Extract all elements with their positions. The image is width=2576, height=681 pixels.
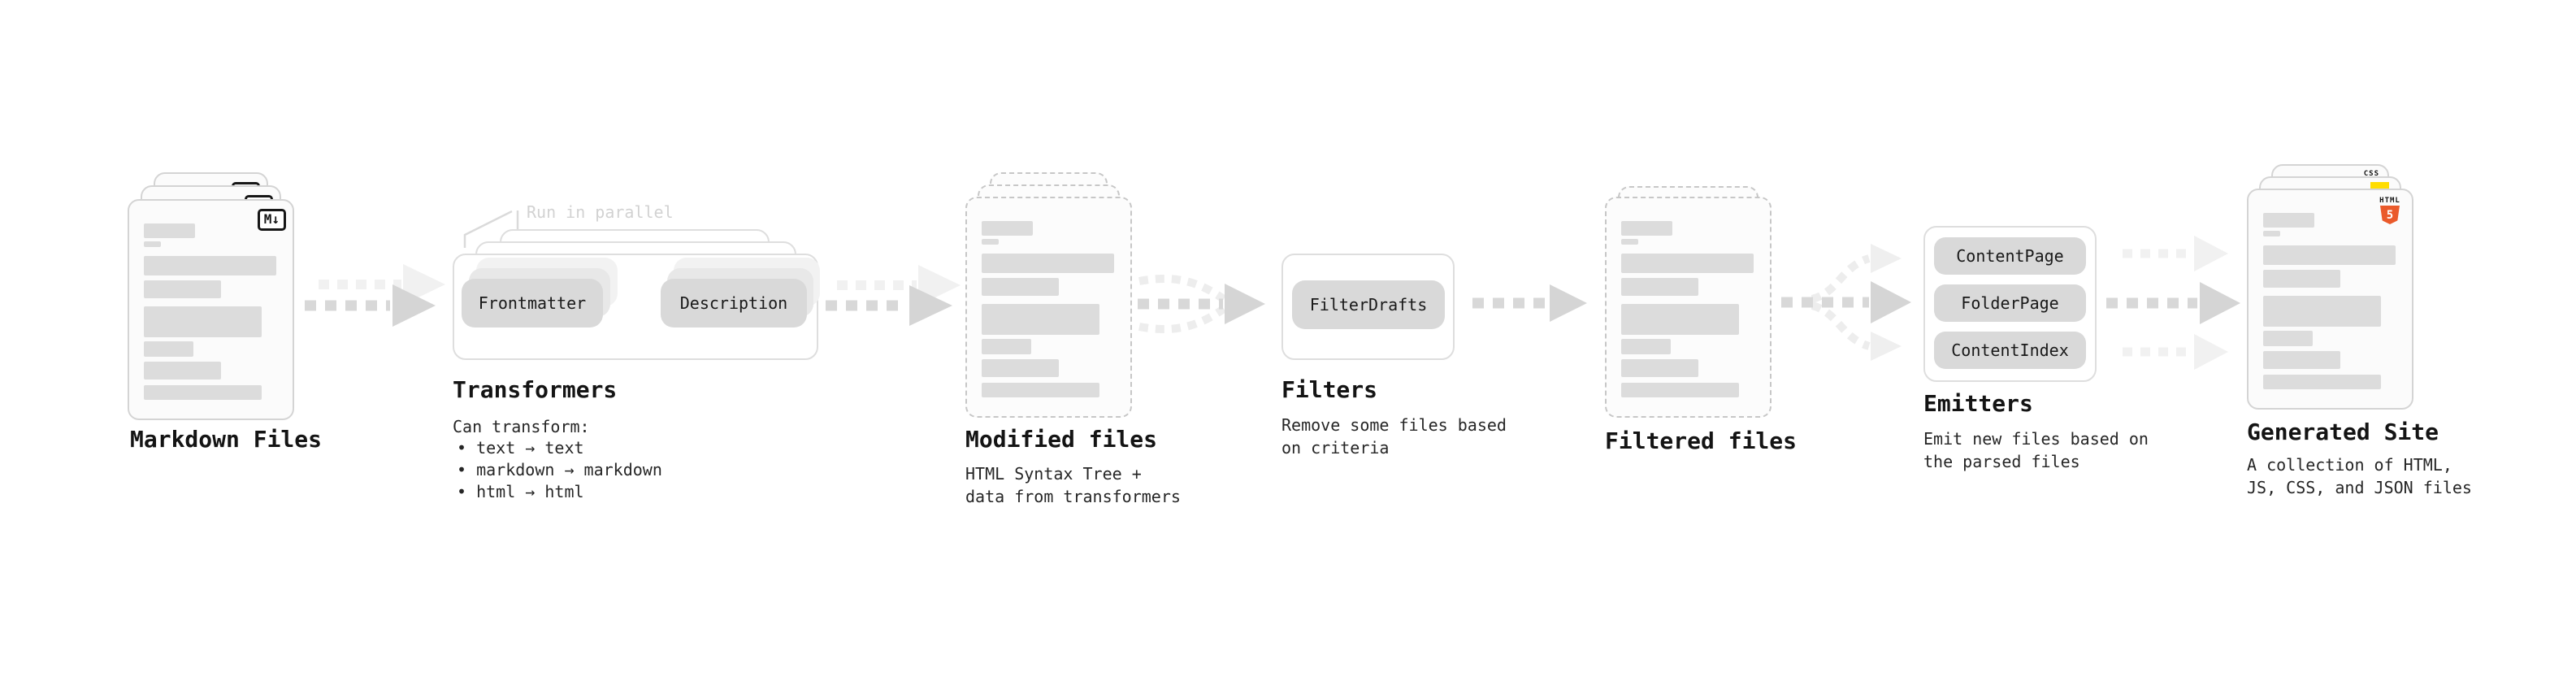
transformers-bullets: • text → text • markdown → markdown • ht… xyxy=(457,437,662,503)
desc-line: JS, CSS, and JSON files xyxy=(2247,478,2472,497)
filtered-file-card-front xyxy=(1605,197,1772,418)
generated-site-desc: A collection of HTML, JS, CSS, and JSON … xyxy=(2247,453,2472,499)
desc-line: Emit new files based on xyxy=(1923,429,2149,449)
generated-site-title: Generated Site xyxy=(2247,419,2439,445)
document-skeleton-lines xyxy=(2263,213,2396,389)
emitters-desc: Emit new files based on the parsed files xyxy=(1923,427,2149,473)
desc-line: Remove some files based xyxy=(1281,415,1507,435)
document-skeleton-lines xyxy=(144,223,276,400)
filters-title: Filters xyxy=(1281,376,1378,403)
arrow-filters-to-filtered xyxy=(1472,284,1587,322)
desc-line: A collection of HTML, xyxy=(2247,455,2452,475)
modified-file-card-front xyxy=(965,197,1132,418)
modified-files-title: Modified files xyxy=(965,426,1158,453)
run-in-parallel-note: Run in parallel xyxy=(527,202,674,222)
contentindex-pill: ContentIndex xyxy=(1934,332,2086,369)
desc-line: on criteria xyxy=(1281,438,1390,458)
document-skeleton-lines xyxy=(982,221,1114,397)
desc-line: the parsed files xyxy=(1923,452,2080,471)
markdown-file-card-front: M↓ xyxy=(128,199,294,420)
arrow-filtered-to-emitters xyxy=(1781,244,1911,361)
javascript-icon xyxy=(2370,182,2389,191)
desc-line: data from transformers xyxy=(965,487,1181,506)
markdown-files-title: Markdown Files xyxy=(130,426,323,453)
arrow-emitters-to-generated xyxy=(2106,236,2240,370)
filters-desc: Remove some files based on criteria xyxy=(1281,414,1507,459)
contentpage-pill: ContentPage xyxy=(1934,237,2086,275)
bullet-item: • html → html xyxy=(457,482,584,501)
arrow-modified-to-filters xyxy=(1138,275,1265,333)
html5-icon: HTML 5 xyxy=(2379,197,2400,224)
filterdrafts-pill: FilterDrafts xyxy=(1292,280,1445,329)
filtered-files-title: Filtered files xyxy=(1605,427,1798,454)
generated-file-card-front: HTML 5 xyxy=(2247,189,2413,410)
folderpage-pill: FolderPage xyxy=(1934,284,2086,322)
html5-icon-word: HTML xyxy=(2379,197,2400,205)
desc-line: HTML Syntax Tree + xyxy=(965,464,1142,484)
arrow-markdown-to-transformers xyxy=(305,264,445,327)
bullet-item: • markdown → markdown xyxy=(457,460,662,479)
arrow-transformers-to-modified xyxy=(826,265,961,326)
bullet-item: • text → text xyxy=(457,438,584,458)
document-skeleton-lines xyxy=(1621,221,1754,397)
description-pill: Description xyxy=(661,279,807,327)
emitters-title: Emitters xyxy=(1923,390,2033,417)
modified-files-desc: HTML Syntax Tree + data from transformer… xyxy=(965,462,1181,508)
frontmatter-pill: Frontmatter xyxy=(462,279,603,327)
markdown-icon: M↓ xyxy=(257,209,286,231)
transformers-desc-heading: Can transform: xyxy=(453,417,590,436)
html5-icon-number: 5 xyxy=(2386,208,2394,222)
transformers-title: Transformers xyxy=(453,376,618,403)
